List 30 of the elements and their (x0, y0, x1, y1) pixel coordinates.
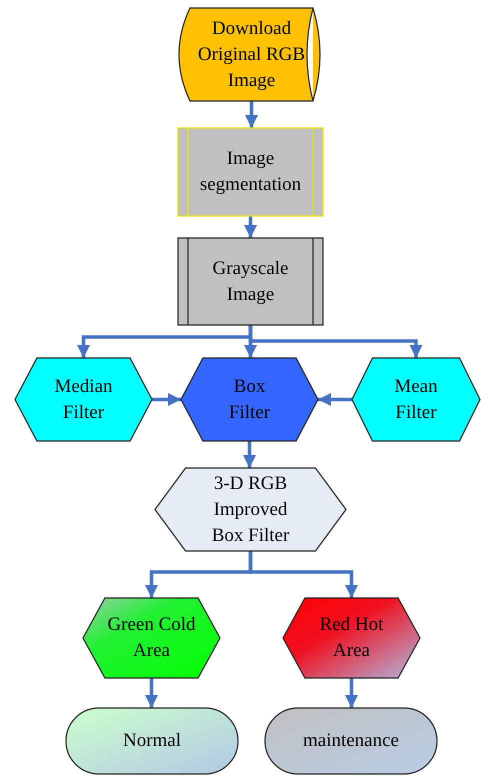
node-label: maintenance (302, 729, 400, 753)
terminal-box (265, 708, 437, 774)
hexagon-box (181, 358, 318, 441)
arrow (318, 393, 352, 406)
hexagon-box (155, 468, 346, 551)
arrow (248, 325, 422, 358)
arrow (345, 678, 358, 708)
hexagon-box (283, 598, 420, 678)
node-label: Red Hot Area (318, 613, 384, 663)
node-label: Grayscale Image (212, 256, 290, 306)
arrow (145, 678, 158, 708)
hexagon-box (83, 598, 220, 678)
arrow (248, 551, 358, 598)
arrow (152, 393, 181, 406)
node-label: Download Original RGB Image (196, 16, 306, 92)
node-label: Median Filter (53, 374, 114, 424)
node-label: Box Filter (228, 374, 272, 424)
node-label: Green Cold Area (106, 613, 197, 663)
terminal-box (66, 708, 238, 774)
arrow (245, 101, 258, 128)
arrow (243, 441, 256, 468)
node-label: 3-D RGB Improved Box Filter (210, 472, 290, 548)
process-box (178, 128, 323, 216)
process-box (178, 238, 323, 325)
node-label: Normal (122, 729, 182, 753)
hexagon-box (15, 358, 152, 441)
hexagon-box (352, 358, 480, 441)
arrow (244, 216, 257, 238)
node-label: Image segmentation (198, 147, 302, 197)
node-label: Mean Filter (393, 374, 439, 424)
